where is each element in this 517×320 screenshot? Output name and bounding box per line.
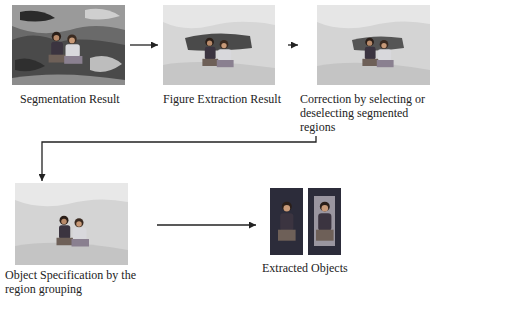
- flow-arrow: [130, 44, 158, 45]
- panel-caption: Extracted Objects: [262, 261, 368, 275]
- panel-caption: Figure Extraction Result: [163, 92, 286, 106]
- extraction-photo: [163, 5, 275, 85]
- extracted-photos: [270, 188, 341, 255]
- image-panel: Extracted Objects: [258, 186, 368, 277]
- image-panel: Figure Extraction Result: [160, 4, 286, 108]
- image-panel: Segmentation Result: [10, 4, 128, 108]
- image-panel: Object Specification by the region group…: [3, 181, 155, 298]
- grouping-photo: [15, 183, 128, 265]
- panel-caption: Segmentation Result: [20, 92, 128, 106]
- segmentation-photo: [12, 5, 125, 85]
- flow-arrow: [288, 44, 298, 45]
- correction-photo: [317, 5, 430, 85]
- flow-arrow: [157, 224, 256, 225]
- panel-caption: Correction by selecting or deselecting s…: [300, 92, 436, 134]
- flow-arrow: [42, 136, 316, 181]
- panel-caption: Object Specification by the region group…: [5, 268, 155, 296]
- image-panel: Correction by selecting or deselecting s…: [300, 4, 436, 136]
